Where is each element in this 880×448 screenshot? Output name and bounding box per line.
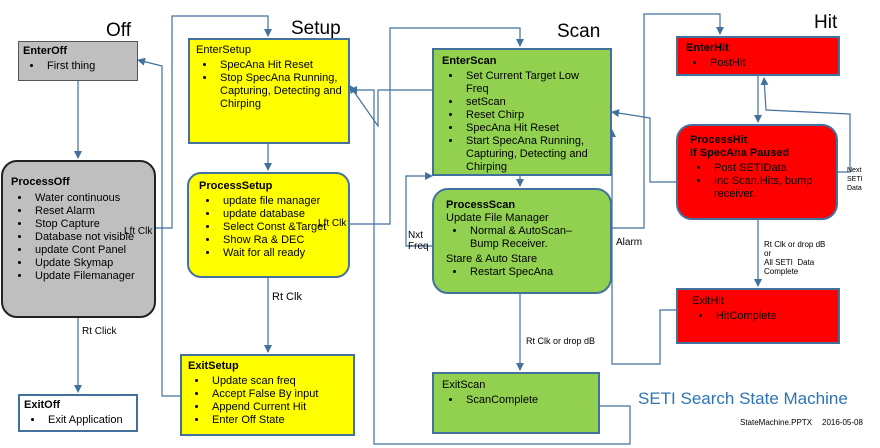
state-title: ExitScan xyxy=(442,379,486,391)
state-enter-scan[interactable]: EnterScan Set Current Target Low Freq se… xyxy=(432,48,612,176)
state-items: Set Current Target Low Freq setScan Rese… xyxy=(442,70,602,174)
state-item: Exit Application xyxy=(44,414,132,427)
state-items: SpecAna Hit Reset Stop SpecAna Running, … xyxy=(196,59,342,111)
state-item: HitComplete xyxy=(712,310,824,323)
state-item: Set Current Target Low Freq xyxy=(462,70,602,96)
state-item: Update Skymap xyxy=(31,257,146,270)
state-item: Reset Chirp xyxy=(462,109,602,122)
state-items: ScanComplete xyxy=(442,394,590,407)
diagram-title: SETI Search State Machine xyxy=(638,389,848,408)
heading-hit: Hit xyxy=(814,12,838,33)
state-item: update database xyxy=(219,208,338,221)
label-lft-clk-setup: Lft Clk xyxy=(318,218,347,229)
state-process-hit[interactable]: ProcessHit If SpecAna Paused Post SETIDa… xyxy=(676,124,838,220)
label-next-seti-data: Next SETI Data xyxy=(847,167,863,192)
state-item: Post SETIData xyxy=(710,162,824,175)
state-item: Update Filemanager xyxy=(31,270,146,283)
arrow-processoff-entersetup xyxy=(156,15,272,229)
label-rt-clk-drop-scan: Rt Clk or drop dB xyxy=(526,336,596,346)
state-title: EnterSetup xyxy=(196,44,252,56)
state-item: Stop Capture xyxy=(31,218,146,231)
arrow-exithit-enterscan xyxy=(608,129,676,365)
state-items: Post SETIData Inc Scan.Hits, bump receiv… xyxy=(690,162,824,201)
state-item: Database not visible xyxy=(31,231,146,244)
state-item: PostHit xyxy=(706,57,830,70)
state-title: EnterHit xyxy=(686,42,729,54)
heading-scan: Scan xyxy=(557,21,601,42)
state-line: Stare & Auto Stare xyxy=(446,253,538,265)
state-title: ProcessOff xyxy=(11,176,70,188)
state-items: First thing xyxy=(23,60,133,73)
state-items: HitComplete xyxy=(692,310,824,323)
state-item: Water continuous xyxy=(31,192,146,205)
state-title: ProcessScan xyxy=(446,199,516,211)
state-exit-scan[interactable]: ExitScan ScanComplete xyxy=(432,372,600,434)
state-title: ExitSetup xyxy=(188,360,239,372)
state-item: setScan xyxy=(462,96,602,109)
label-alarm: Alarm xyxy=(616,237,643,248)
label-lft-clk-off: Lft Clk xyxy=(124,226,153,237)
footer-date: 2016-05-08 xyxy=(822,418,863,427)
state-title: EnterScan xyxy=(442,55,497,67)
state-item: Restart SpecAna xyxy=(466,266,598,279)
arrow-processscan-enterscan xyxy=(405,172,433,247)
state-item: Select Const &Target xyxy=(219,221,338,234)
state-item: update file manager xyxy=(219,195,338,208)
state-items: Update scan freq Accept False By input A… xyxy=(188,375,347,427)
arrow-processsetup-enterscan xyxy=(350,27,524,225)
label-rt-click-off: Rt Click xyxy=(82,326,117,337)
heading-setup: Setup xyxy=(291,18,341,39)
state-line: Update File Manager xyxy=(446,212,549,224)
state-exit-setup[interactable]: ExitSetup Update scan freq Accept False … xyxy=(180,354,355,436)
state-item: Inc Scan.Hits, bump receiver. xyxy=(710,175,824,201)
state-items: Water continuous Reset Alarm Stop Captur… xyxy=(11,192,146,283)
arrow-processhit-enterhit xyxy=(760,77,851,173)
state-item: Stop SpecAna Running, Capturing, Detecti… xyxy=(216,72,342,111)
arrow-enterscan-processsetup xyxy=(349,85,432,128)
state-item: Wait for all ready xyxy=(219,247,338,260)
state-item: Accept False By input xyxy=(208,388,347,401)
state-enter-setup[interactable]: EnterSetup SpecAna Hit Reset Stop SpecAn… xyxy=(188,38,350,144)
state-exit-off[interactable]: ExitOff Exit Application xyxy=(18,394,138,432)
state-items: update file manager update database Sele… xyxy=(199,195,338,260)
arrow-exitscan-entersetup xyxy=(349,86,631,445)
state-title: ExitOff xyxy=(24,399,61,411)
state-item: Update scan freq xyxy=(208,375,347,388)
state-item: Show Ra & DEC xyxy=(219,234,338,247)
label-rt-clk-drop-hit: Rt Clk or drop dB or All SETI Data Compl… xyxy=(764,240,826,276)
state-subtitle: If SpecAna Paused xyxy=(690,147,790,159)
heading-off: Off xyxy=(106,20,131,41)
state-items: PostHit xyxy=(686,57,830,70)
state-item: ScanComplete xyxy=(462,394,590,407)
state-item: update Cont Panel xyxy=(31,244,146,257)
arrow-processhit-enterscan xyxy=(611,109,676,183)
state-item: SpecAna Hit Reset xyxy=(462,122,602,135)
state-items: Exit Application xyxy=(24,414,132,427)
state-title: EnterOff xyxy=(23,45,67,57)
state-item: Normal & AutoScan– Bump Receiver. xyxy=(466,225,598,251)
arrow-processscan-enterhit xyxy=(612,13,724,229)
arrow-exitsetup-enteroff xyxy=(137,57,180,397)
state-enter-hit[interactable]: EnterHit PostHit xyxy=(676,36,840,76)
state-process-scan[interactable]: ProcessScan Update File Manager Normal &… xyxy=(432,188,612,294)
state-item: Reset Alarm xyxy=(31,205,146,218)
state-items: Restart SpecAna xyxy=(446,266,598,279)
state-exit-hit[interactable]: ExitHit HitComplete xyxy=(676,288,840,344)
state-item: SpecAna Hit Reset xyxy=(216,59,342,72)
state-title: ProcessHit xyxy=(690,134,748,146)
state-item: Start SpecAna Running, Capturing, Detect… xyxy=(462,135,602,174)
label-nxt-freq: Nxt Freq xyxy=(408,230,429,252)
state-item: Append Current Hit xyxy=(208,401,347,414)
label-rt-clk-setup: Rt Clk xyxy=(272,291,302,303)
state-enter-off[interactable]: EnterOff First thing xyxy=(18,41,138,81)
state-items: Normal & AutoScan– Bump Receiver. xyxy=(446,225,598,251)
state-item: First thing xyxy=(43,60,133,73)
state-process-setup[interactable]: ProcessSetup update file manager update … xyxy=(187,172,350,278)
state-process-off[interactable]: ProcessOff Water continuous Reset Alarm … xyxy=(1,160,156,318)
state-title: ExitHit xyxy=(692,295,724,307)
footer-file: StateMachine.PPTX xyxy=(740,418,813,427)
state-item: Enter Off State xyxy=(208,414,347,427)
state-title: ProcessSetup xyxy=(199,180,273,192)
